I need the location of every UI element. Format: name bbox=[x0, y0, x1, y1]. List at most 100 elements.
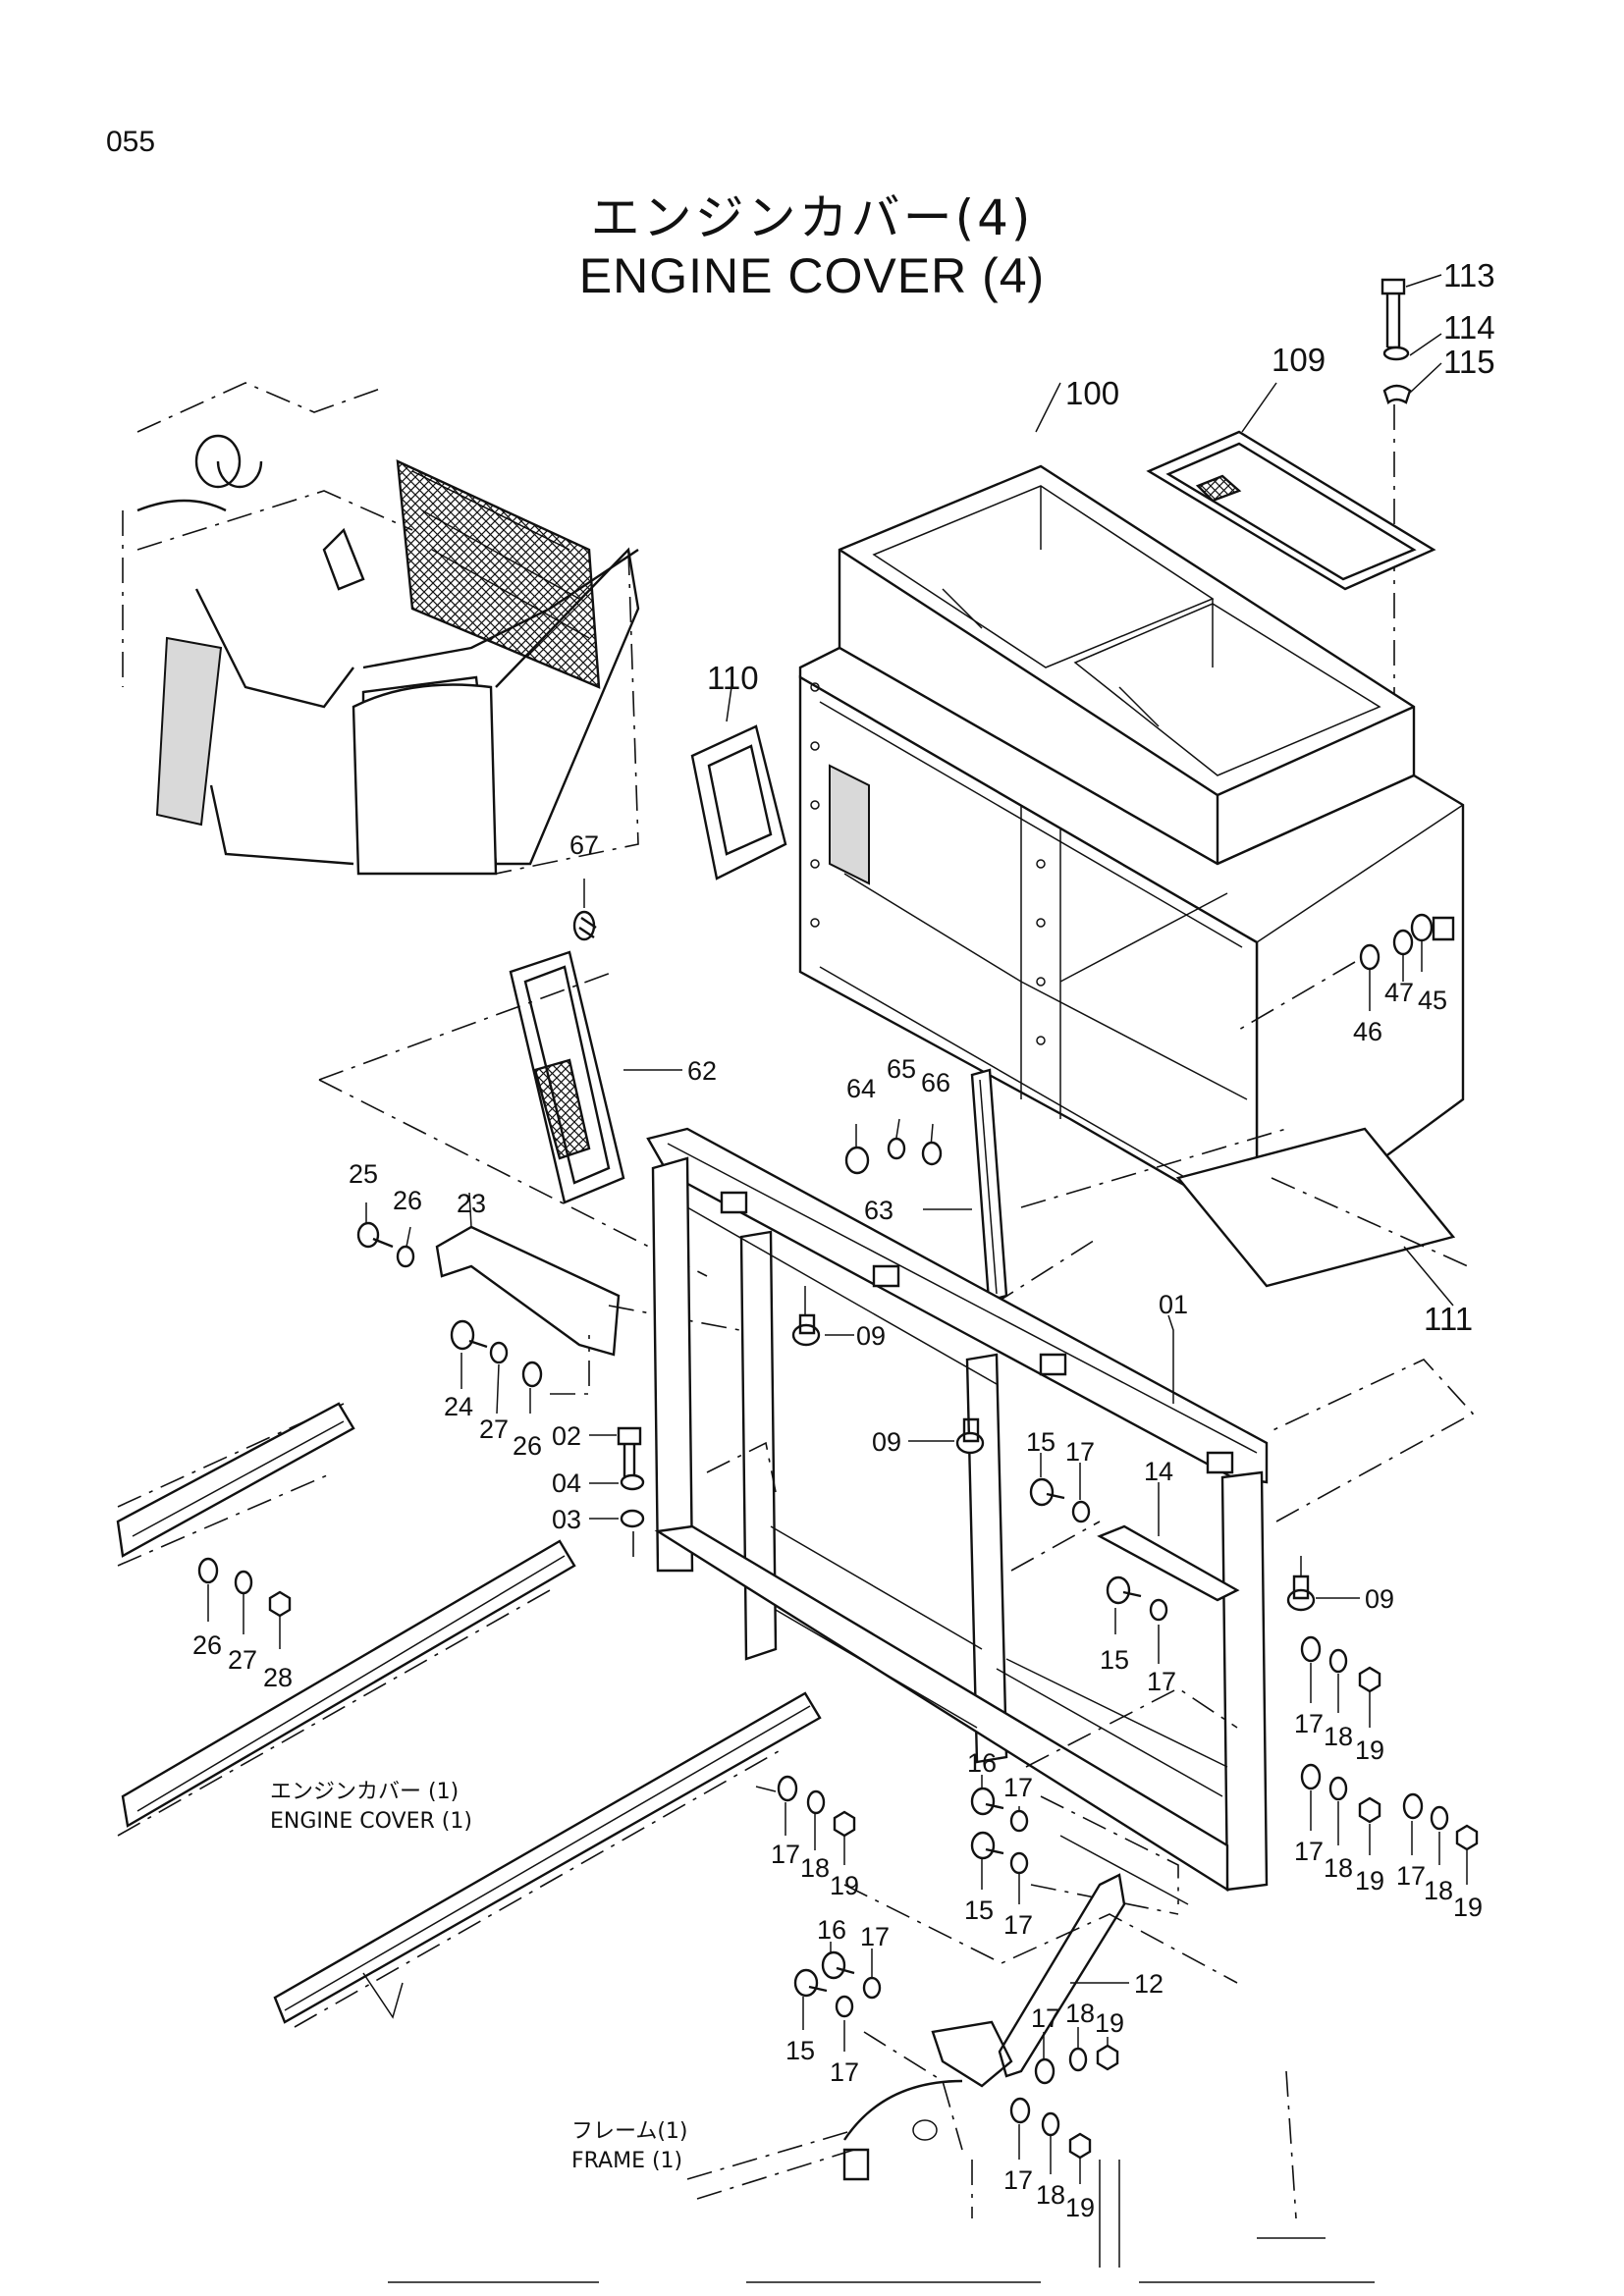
callout-09-right: 09 bbox=[1365, 1584, 1394, 1614]
bolts-16-15-washers-17-lower bbox=[793, 1942, 882, 2052]
bolt-24-washers-27-26 bbox=[450, 1319, 590, 1415]
stay-12 bbox=[931, 1873, 1129, 2088]
engine-cover-box-100 bbox=[798, 382, 1469, 1307]
diagram-title-english: ENGINE COVER (4) bbox=[578, 248, 1046, 303]
callout-27-upper: 27 bbox=[479, 1415, 509, 1444]
bolt-09-right bbox=[1286, 1556, 1360, 1612]
callout-63: 63 bbox=[864, 1196, 893, 1225]
bolts-16-15-washers-17-center bbox=[970, 1775, 1029, 1904]
callout-100: 100 bbox=[1065, 375, 1119, 411]
callout-18-bottom-a: 18 bbox=[1065, 1999, 1095, 2028]
bolt-45-washers-46-47 bbox=[1236, 913, 1455, 1032]
callout-17-right-a: 17 bbox=[1294, 1709, 1324, 1738]
callout-19-center-left: 19 bbox=[830, 1871, 859, 1900]
washers-17-18-nut-19-f bbox=[1009, 2097, 1092, 2184]
washers-26-27-nut-28 bbox=[197, 1557, 292, 1649]
callout-17-right-b: 17 bbox=[1294, 1837, 1324, 1866]
frame-01 bbox=[646, 1127, 1475, 1915]
callout-67: 67 bbox=[569, 830, 599, 860]
bolt-09-upper bbox=[791, 1286, 854, 1347]
ref-frame-1-ja: フレーム(1) bbox=[571, 2119, 688, 2144]
washers-17-18-nut-19-c bbox=[1402, 1792, 1479, 1885]
callout-17-lower-upper: 17 bbox=[860, 1922, 890, 1951]
grille-109 bbox=[1146, 382, 1436, 591]
callout-02: 02 bbox=[552, 1421, 581, 1451]
page-number: 055 bbox=[106, 126, 156, 158]
callout-16-lower: 16 bbox=[817, 1915, 846, 1945]
callout-18-bottom-b: 18 bbox=[1036, 2180, 1065, 2210]
callout-62: 62 bbox=[687, 1056, 717, 1086]
callout-17-right-c: 17 bbox=[1396, 1861, 1426, 1891]
callout-23: 23 bbox=[457, 1189, 486, 1218]
bolt-15-washer-17-lower bbox=[1106, 1575, 1168, 1664]
callout-19-right-b: 19 bbox=[1355, 1866, 1384, 1896]
callout-19-right-c: 19 bbox=[1453, 1893, 1483, 1922]
callout-45: 45 bbox=[1418, 986, 1447, 1015]
diagram-title-japanese: エンジンカバー(4) bbox=[590, 189, 1034, 246]
callout-114: 114 bbox=[1443, 309, 1495, 346]
callout-09-upper: 09 bbox=[856, 1321, 886, 1351]
callout-16-center: 16 bbox=[967, 1748, 997, 1778]
callout-26-lower: 26 bbox=[192, 1630, 222, 1660]
callout-18-right-a: 18 bbox=[1324, 1722, 1353, 1751]
callout-18-right-c: 18 bbox=[1424, 1876, 1453, 1905]
ref-engine-cover-1-en: ENGINE COVER (1) bbox=[270, 1809, 472, 1834]
callout-12: 12 bbox=[1134, 1969, 1164, 1999]
callout-03: 03 bbox=[552, 1505, 581, 1534]
callout-17-bottom-a: 17 bbox=[1031, 2003, 1060, 2033]
callout-24: 24 bbox=[444, 1392, 473, 1421]
callout-18-right-b: 18 bbox=[1324, 1853, 1353, 1883]
callout-labels: 113 114 115 109 100 110 67 62 64 65 66 6… bbox=[192, 257, 1495, 2222]
seal-strip-63 bbox=[923, 1068, 1101, 1307]
callout-19-bottom-a: 19 bbox=[1095, 2008, 1124, 2038]
callout-26-middle: 26 bbox=[513, 1431, 542, 1461]
callout-110: 110 bbox=[707, 660, 759, 696]
callout-25: 25 bbox=[349, 1159, 378, 1189]
callout-15-center: 15 bbox=[964, 1896, 994, 1925]
callout-17-middle: 17 bbox=[1147, 1667, 1176, 1696]
callout-17-bottom-b: 17 bbox=[1003, 2165, 1033, 2195]
frame-1-body bbox=[686, 1884, 1326, 2268]
callout-15-lower: 15 bbox=[785, 2036, 815, 2065]
callout-28: 28 bbox=[263, 1663, 293, 1692]
bolt-113-assembly bbox=[1380, 274, 1442, 785]
washers-17-18-nut-19-e bbox=[1034, 2027, 1119, 2085]
callout-109: 109 bbox=[1272, 342, 1326, 378]
bolt-02-washers-04-03 bbox=[589, 1426, 645, 1561]
callout-17-center-upper: 17 bbox=[1003, 1773, 1033, 1802]
washers-17-18-nut-19-d bbox=[755, 1775, 856, 1865]
bolt-09-middle bbox=[908, 1417, 985, 1455]
callout-26-upper: 26 bbox=[393, 1186, 422, 1215]
callout-113: 113 bbox=[1443, 257, 1495, 294]
callout-47: 47 bbox=[1384, 978, 1414, 1007]
callout-111: 111 bbox=[1424, 1301, 1473, 1337]
callout-17-upper: 17 bbox=[1065, 1437, 1095, 1467]
callout-115: 115 bbox=[1443, 344, 1495, 380]
engine-cover-1-members bbox=[116, 1402, 822, 2028]
callout-64: 64 bbox=[846, 1074, 876, 1103]
callout-19-bottom-b: 19 bbox=[1065, 2193, 1095, 2222]
engine-room-overview bbox=[122, 382, 640, 876]
callout-17-center-left: 17 bbox=[771, 1840, 800, 1869]
ref-engine-cover-1-ja: エンジンカバー (1) bbox=[270, 1780, 459, 1804]
reference-labels: エンジンカバー (1) ENGINE COVER (1) フレーム(1) FRA… bbox=[270, 1780, 688, 2173]
callout-18-center-left: 18 bbox=[800, 1853, 830, 1883]
bolt-15-washer-17-upper bbox=[1029, 1453, 1091, 1523]
callout-27-lower: 27 bbox=[228, 1645, 257, 1675]
gasket-110 bbox=[690, 686, 787, 881]
bolt-67 bbox=[572, 879, 597, 941]
callout-66: 66 bbox=[921, 1068, 950, 1097]
plate-14 bbox=[1097, 1482, 1240, 1602]
washers-17-18-nut-19-b bbox=[1300, 1763, 1381, 1855]
bolt-64-washers-65-66 bbox=[844, 1118, 943, 1175]
callout-17-lower-lower: 17 bbox=[830, 2057, 859, 2087]
callout-17-center-lower: 17 bbox=[1003, 1910, 1033, 1940]
bolt-25-washer-26 bbox=[356, 1202, 415, 1268]
callout-09-middle: 09 bbox=[872, 1427, 901, 1457]
callout-04: 04 bbox=[552, 1468, 581, 1498]
callout-01: 01 bbox=[1159, 1290, 1188, 1319]
bracket-23 bbox=[435, 1192, 767, 1394]
callout-19-right-a: 19 bbox=[1355, 1735, 1384, 1765]
callout-15-middle: 15 bbox=[1100, 1645, 1129, 1675]
